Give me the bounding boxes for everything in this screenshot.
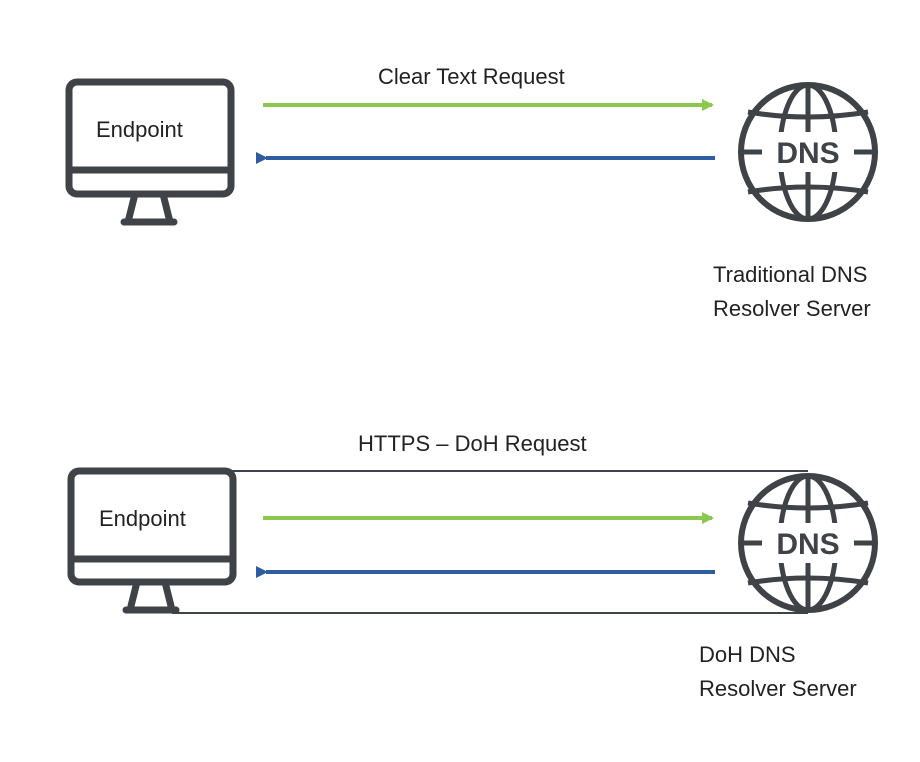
top-dns-globe-icon: DNS: [738, 82, 878, 222]
top-server-label-line1: Traditional DNS: [713, 262, 868, 287]
bottom-request-label: HTTPS – DoH Request: [358, 431, 587, 456]
bottom-server-label-line1: DoH DNS: [699, 642, 796, 667]
bottom-server-label-line2: Resolver Server: [699, 676, 857, 701]
top-server-label-line2: Resolver Server: [713, 296, 871, 321]
bottom-endpoint-monitor-icon: [67, 467, 237, 614]
top-request-label: Clear Text Request: [378, 64, 565, 89]
bottom-dns-badge: DNS: [776, 528, 839, 561]
top-server-label: Traditional DNS Resolver Server: [713, 258, 871, 326]
bottom-endpoint-label: Endpoint: [99, 506, 186, 531]
doh-tunnel: [172, 470, 808, 614]
bottom-server-label: DoH DNS Resolver Server: [699, 638, 857, 706]
top-endpoint-monitor-icon: [65, 78, 235, 226]
top-endpoint-label: Endpoint: [96, 117, 183, 142]
bottom-dns-globe-icon: DNS: [738, 473, 878, 613]
top-dns-badge: DNS: [776, 137, 839, 170]
